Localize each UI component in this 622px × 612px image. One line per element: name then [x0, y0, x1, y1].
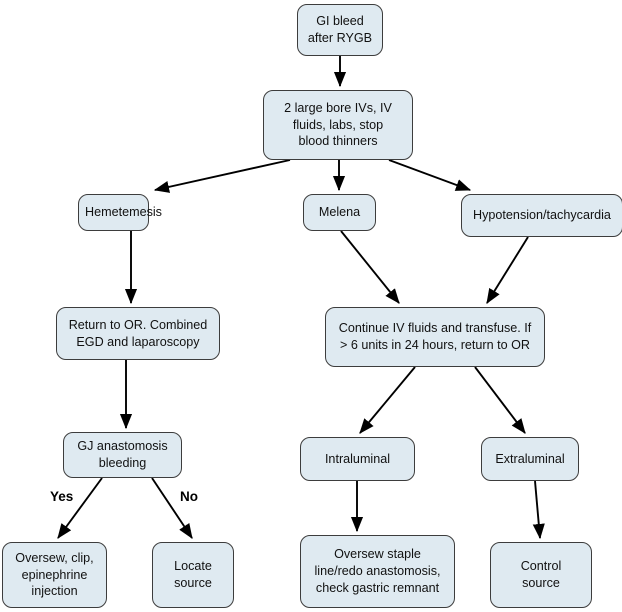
node-locate-source[interactable]: Locate source [152, 542, 234, 608]
edge-label-label-yes: Yes [50, 489, 74, 504]
edge-e-gj-oversewclip [57, 477, 103, 539]
edge-label-label-no: No [180, 489, 198, 504]
node-label-hematemesis: Hemetemesis [85, 205, 162, 220]
node-label-resuscitation: 2 large bore IVs, IV fluids, labs, stop … [284, 100, 392, 149]
node-control-source[interactable]: Control source [490, 542, 592, 608]
node-label-control-source: Control source [520, 559, 562, 590]
node-intraluminal[interactable]: Intraluminal [300, 437, 415, 481]
edge-e-resus-hematemesis [153, 159, 291, 193]
node-oversew-clip[interactable]: Oversew, clip, epinephrine injection [2, 542, 107, 608]
node-resuscitation[interactable]: 2 large bore IVs, IV fluids, labs, stop … [263, 90, 413, 160]
edge-e-resus-hypotension [388, 159, 472, 191]
node-label-gj-anastomosis: GJ anastomosis bleeding [77, 439, 168, 470]
edge-e-melena-continue [340, 230, 400, 304]
node-label-oversew-clip: Oversew, clip, epinephrine injection [15, 550, 94, 599]
node-label-extraluminal: Extraluminal [495, 451, 565, 466]
node-hematemesis[interactable]: Hemetemesis [78, 194, 162, 231]
node-label-continue-ivf: Continue IV fluids and transfuse. If > 6… [338, 321, 532, 352]
node-label-hypotension: Hypotension/tachycardia [473, 208, 611, 223]
node-label-intraluminal: Intraluminal [324, 451, 391, 466]
node-label-melena: Melena [318, 205, 361, 220]
node-melena[interactable]: Melena [303, 194, 376, 231]
node-continue-ivf[interactable]: Continue IV fluids and transfuse. If > 6… [325, 307, 545, 367]
edge-e-continue-intraluminal [359, 366, 416, 434]
node-oversew-staple[interactable]: Oversew staple line/redo anastomosis, ch… [300, 535, 455, 608]
node-label-gi-bleed: GI bleed after RYGB [307, 14, 373, 45]
node-label-locate-source: Locate source [174, 559, 212, 590]
node-hypotension[interactable]: Hypotension/tachycardia [461, 194, 622, 237]
edge-e-hypotension-continue [486, 236, 529, 304]
node-return-or[interactable]: Return to OR. Combined EGD and laparosco… [56, 307, 220, 360]
node-extraluminal[interactable]: Extraluminal [481, 437, 579, 481]
node-gi-bleed[interactable]: GI bleed after RYGB [297, 4, 383, 56]
node-label-oversew-staple: Oversew staple line/redo anastomosis, ch… [314, 547, 441, 595]
edge-e-continue-extraluminal [474, 366, 526, 434]
edge-e-gj-locatesource [151, 477, 193, 539]
node-label-return-or: Return to OR. Combined EGD and laparosco… [68, 317, 208, 349]
edge-e-extra-controlsource [532, 480, 545, 540]
node-gj-anastomosis[interactable]: GJ anastomosis bleeding [63, 432, 182, 478]
